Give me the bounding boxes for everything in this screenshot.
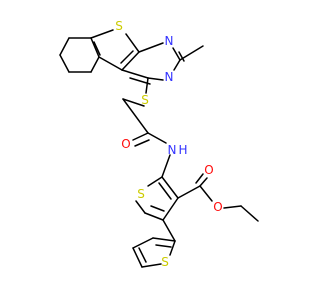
bond [147,132,167,144]
bond [144,212,164,221]
atom-s-thioether: S [141,93,149,107]
molecule-structure: S N N S O N H S O O S [0,0,300,300]
atom-s-fused: S [115,19,123,33]
bond [122,98,149,134]
bond [90,37,100,58]
bond [161,154,171,178]
bond [177,185,201,199]
bond [134,139,150,147]
atom-n-pyrimidine-top: N [165,34,174,48]
bonds [59,29,259,268]
bond [121,69,149,79]
bond [141,263,162,268]
bond [169,240,176,256]
bond [199,185,213,202]
atom-s-thienyl: S [161,255,169,269]
bond [59,54,70,73]
atom-n-pyrimidine-bottom: N [165,70,174,84]
bond [199,177,208,187]
atom-labels: S N N S O N H S O O S [115,19,223,269]
bond [98,56,123,71]
bond [162,219,176,242]
bond [173,59,181,71]
bond [240,205,259,222]
bond [138,42,164,53]
bond [162,197,179,221]
background [0,0,300,300]
bond [179,45,204,61]
bond [59,37,70,56]
atom-h-amide: H [178,143,187,157]
bond [90,29,114,39]
bond [195,173,204,184]
bond [147,176,163,187]
bond [161,176,179,199]
bond [121,51,140,71]
atom-o-ester-carbonyl: O [204,163,213,177]
bond [158,182,172,200]
bond [90,56,100,73]
bond [138,247,147,263]
bond [178,51,185,62]
atom-o-ester: O [213,200,222,214]
bond [155,244,172,248]
atom-s-thiophene: S [137,187,145,201]
bond [150,205,165,212]
bond [120,50,134,64]
bond [132,132,149,141]
bond [132,247,143,268]
atom-n-amide: N [168,143,177,157]
bond [93,41,101,56]
bond [135,200,146,214]
bond [132,237,154,249]
bond [145,77,149,94]
bond [122,98,145,107]
bond [223,205,242,209]
bond [147,77,164,81]
bond [152,237,176,242]
atom-o-amide: O [121,137,130,151]
bond [172,47,181,61]
bond [125,33,140,53]
